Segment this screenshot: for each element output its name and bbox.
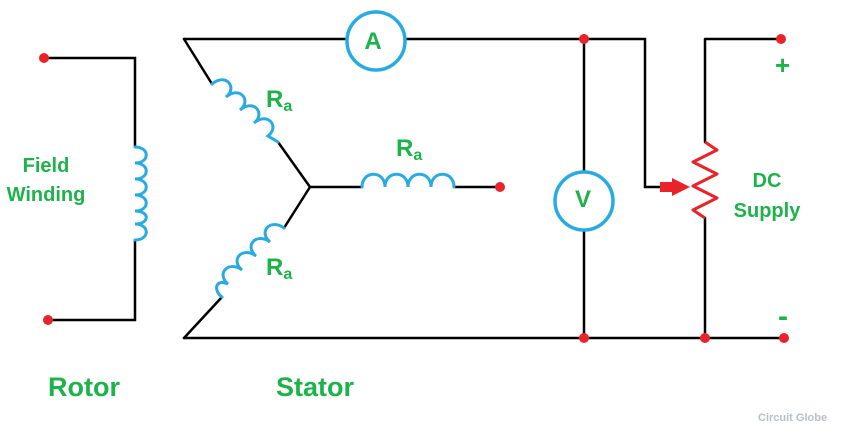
ammeter-circle (345, 10, 407, 72)
stator-coil-lower (215, 223, 286, 299)
stator-terminal (495, 182, 505, 192)
rotor-wire (44, 56, 137, 322)
plus-sign: + (775, 50, 791, 80)
minus-sign: - (778, 300, 788, 333)
resistance-label-lower: Ra (266, 254, 293, 283)
top-wire-right (405, 37, 662, 189)
voltmeter-circle (553, 170, 615, 232)
rotor-terminal-top (39, 53, 49, 63)
resistance-label-horizontal: Ra (396, 135, 423, 164)
junction-bottom-voltmeter (579, 333, 589, 343)
stator-wires (182, 37, 786, 340)
stator-coil-upper (210, 78, 280, 144)
dc-supply-label: DC Supply (733, 170, 801, 222)
rheostat-slider-arrow (660, 178, 690, 196)
stator-label: Stator (276, 372, 355, 402)
field-winding-label: Field Winding (6, 155, 86, 206)
dc-wire (703, 37, 783, 340)
junction-bottom-dc (700, 333, 710, 343)
junction-top-voltmeter (579, 34, 589, 44)
rotor-label: Rotor (48, 372, 120, 402)
star-upper-arm (182, 37, 312, 189)
rotor-terminal-bottom (43, 315, 53, 325)
rheostat-resistor (691, 140, 719, 220)
positive-terminal (776, 34, 786, 44)
resistance-label-upper: Ra (266, 86, 293, 115)
star-lower-arm (182, 185, 312, 340)
negative-terminal (779, 333, 789, 343)
watermark-credit: Circuit Globe (758, 412, 828, 424)
ammeter-label: A (364, 28, 382, 55)
voltmeter-label: V (574, 186, 591, 213)
rotor-circuit (44, 56, 137, 322)
field-winding-coil (133, 145, 148, 242)
stator-coil-horizontal (360, 172, 456, 189)
